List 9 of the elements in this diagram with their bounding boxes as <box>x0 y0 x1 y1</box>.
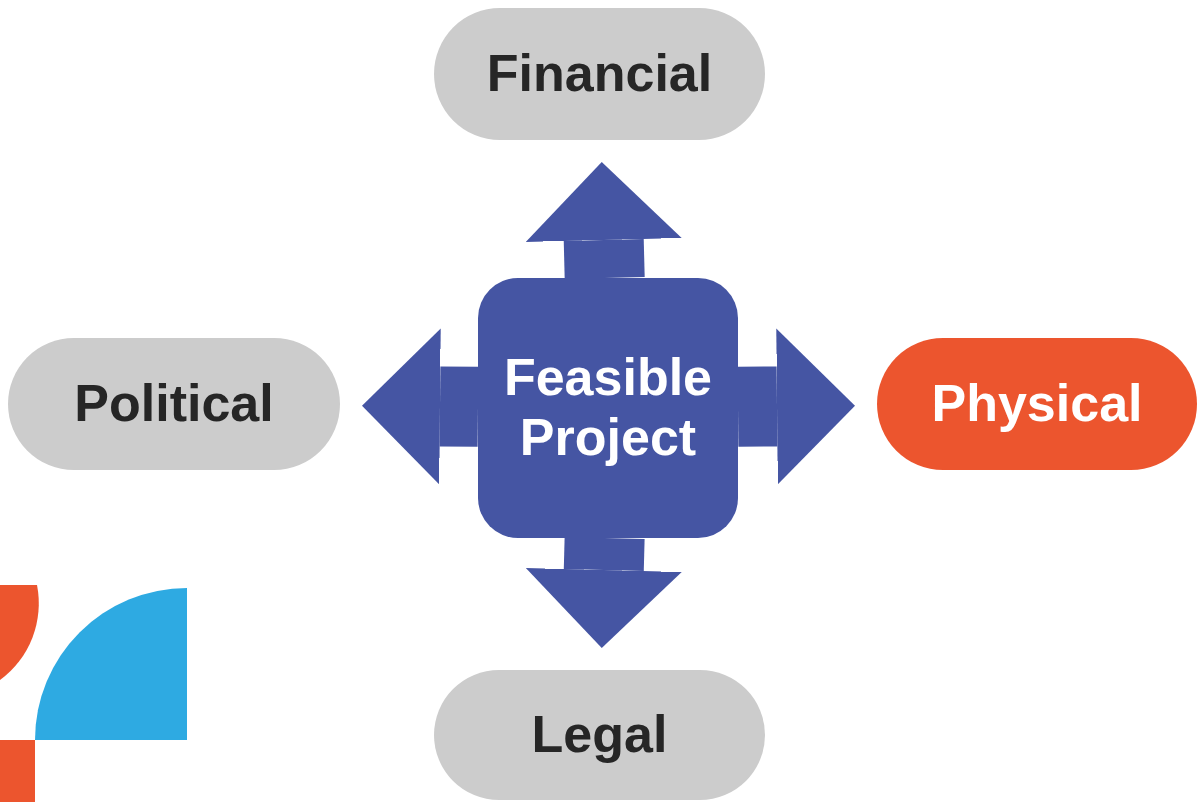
block-arrow <box>525 537 682 648</box>
node-label: Legal <box>531 705 668 765</box>
block-arrow <box>525 162 682 279</box>
node-label: Financial <box>486 44 713 104</box>
node-label: Feasible Project <box>502 348 714 468</box>
node-label: Political <box>74 374 274 434</box>
node-label: Physical <box>931 374 1143 434</box>
block-arrow <box>737 328 855 485</box>
center-square <box>478 278 738 538</box>
